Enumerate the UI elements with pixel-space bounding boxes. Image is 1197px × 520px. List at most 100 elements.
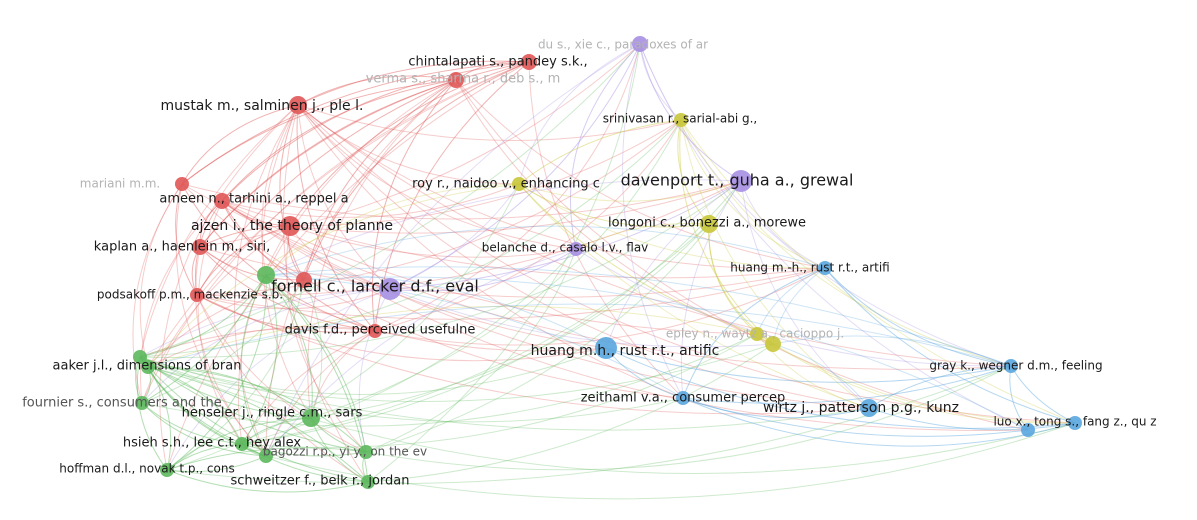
network-node[interactable]: [676, 391, 690, 405]
node-label[interactable]: huang m.h., rust r.t., artific: [531, 343, 720, 359]
node-label[interactable]: hoffman d.l., novak t.p., cons: [59, 462, 234, 476]
link-edge: [139, 356, 369, 483]
node-label[interactable]: podsakoff p.m., mackenzie s.b.: [97, 288, 283, 302]
link-edge: [147, 279, 305, 368]
link-edge: [241, 223, 710, 445]
network-node[interactable]: [296, 272, 312, 288]
link-edge: [166, 469, 369, 493]
link-edge: [166, 288, 391, 471]
node-label[interactable]: longoni c., bonezzi a., morewe: [608, 216, 806, 231]
nodes: [133, 36, 1082, 489]
node-label[interactable]: luo x., tong s., fang z., qu z: [993, 415, 1156, 429]
network-node[interactable]: [302, 409, 320, 427]
network-node[interactable]: [750, 327, 764, 341]
network-node[interactable]: [765, 336, 781, 352]
link-edge: [166, 365, 1012, 485]
link-edge: [196, 180, 742, 297]
link-edge: [528, 61, 684, 399]
link-edge: [310, 223, 710, 419]
node-label[interactable]: belanche d., casalo l.v., flav: [482, 241, 649, 255]
network-node[interactable]: [521, 54, 537, 70]
link-edge: [303, 279, 323, 419]
link-edge: [199, 246, 376, 332]
network-node[interactable]: [448, 72, 464, 88]
node-label[interactable]: verma s., sharma r., deb s., m: [366, 72, 561, 87]
link-edge: [605, 180, 742, 349]
node-label[interactable]: davis f.d., perceived usefulne: [285, 323, 476, 338]
node-label[interactable]: mariani m.m.: [80, 177, 160, 191]
link-edge: [682, 397, 1029, 437]
network-node[interactable]: [289, 96, 307, 114]
node-label[interactable]: fournier s., consumers and the: [22, 396, 222, 411]
link-edge: [199, 246, 305, 281]
link-edge: [772, 343, 870, 409]
network-node[interactable]: [674, 113, 688, 127]
link-edge: [680, 180, 742, 399]
network-node[interactable]: [190, 288, 204, 302]
link-edge: [147, 366, 243, 445]
node-label[interactable]: mustak m., salminen j., ple l.: [161, 98, 364, 114]
network-node[interactable]: [259, 449, 273, 463]
network-node[interactable]: [1068, 416, 1082, 430]
network-node[interactable]: [569, 242, 583, 256]
link-edge: [241, 330, 376, 445]
network-node[interactable]: [1004, 359, 1018, 373]
network-node[interactable]: [280, 216, 300, 236]
network-node[interactable]: [860, 399, 878, 417]
network-node[interactable]: [368, 324, 382, 338]
network-node[interactable]: [818, 261, 832, 275]
node-label[interactable]: du s., xie c., paradoxes of ar: [538, 38, 708, 52]
link-edge: [221, 183, 520, 218]
node-label[interactable]: davenport t., guha a., grewal: [621, 171, 854, 190]
link-edge: [166, 183, 520, 471]
network-node[interactable]: [141, 360, 155, 374]
link-edge: [518, 183, 758, 335]
link-edge: [756, 267, 826, 335]
node-label[interactable]: srinivasan r., sarial-abi g.,: [603, 112, 757, 126]
link-edge: [175, 183, 267, 457]
link-edge: [756, 333, 1076, 424]
network-node[interactable]: [192, 239, 208, 255]
network-node[interactable]: [175, 177, 189, 191]
network-node[interactable]: [512, 177, 526, 191]
link-edge: [265, 266, 1012, 367]
node-label[interactable]: chintalapati s., pandey s.k.,: [408, 55, 587, 70]
node-label[interactable]: fornell c., larcker d.f., eval: [271, 277, 479, 296]
network-node[interactable]: [361, 475, 375, 489]
node-label[interactable]: henseler j., ringle c.m., sars: [182, 406, 363, 421]
network-node[interactable]: [632, 36, 648, 52]
node-label[interactable]: kaplan a., haenlein m., siri,: [94, 240, 270, 255]
network-node[interactable]: [214, 193, 230, 209]
node-label[interactable]: ajzen i., the theory of planne: [191, 218, 393, 234]
network-node[interactable]: [235, 437, 249, 451]
node-label[interactable]: wirtz j., patterson p.g., kunz: [763, 400, 959, 416]
node-label[interactable]: epley n., waytz a., cacioppo j.: [666, 327, 844, 341]
link-edge: [455, 79, 826, 269]
link-edge: [199, 61, 530, 248]
node-label[interactable]: zeithaml v.a., consumer percep: [581, 391, 786, 406]
network-node[interactable]: [730, 170, 752, 192]
link-edge: [147, 303, 1012, 368]
network-node[interactable]: [135, 396, 149, 410]
node-label[interactable]: ameen n., tarhini a., reppel a: [159, 192, 348, 207]
link-edge: [139, 104, 299, 358]
link-edge: [303, 61, 530, 281]
network-node[interactable]: [359, 445, 373, 459]
node-label[interactable]: roy r., naidoo v., enhancing c: [412, 177, 600, 192]
network-node[interactable]: [700, 215, 718, 233]
network-node[interactable]: [160, 463, 174, 477]
node-label[interactable]: bagozzi r.p., yi y., on the ev: [263, 445, 427, 459]
network-node[interactable]: [133, 350, 147, 364]
network-node[interactable]: [595, 337, 617, 359]
network-node[interactable]: [257, 266, 275, 284]
link-edge: [279, 104, 305, 281]
node-label[interactable]: gray k., wegner d.m., feeling: [929, 359, 1102, 373]
node-label[interactable]: schweitzer f., belk r., jordan: [230, 474, 409, 489]
network-node[interactable]: [1021, 423, 1035, 437]
node-label[interactable]: huang m.-h., rust r.t., artifi: [730, 261, 889, 275]
node-label[interactable]: hsieh s.h., lee c.t., hey alex: [123, 436, 301, 451]
node-label[interactable]: aaker j.l., dimensions of bran: [53, 359, 242, 374]
network-node[interactable]: [379, 278, 401, 300]
link-edge: [147, 61, 530, 368]
link-edge: [824, 267, 1076, 424]
